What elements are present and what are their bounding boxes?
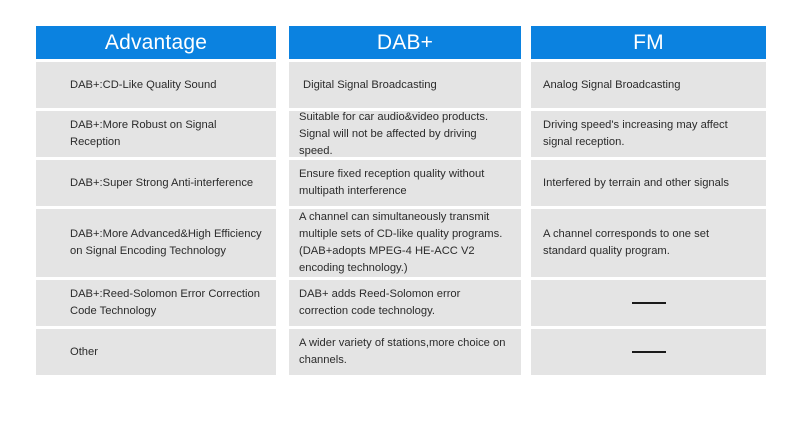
table-cell-dab-1: Digital Signal Broadcasting [289, 62, 521, 108]
column-fm: FM Analog Signal Broadcasting Driving sp… [531, 26, 766, 375]
table-cell-fm-5 [531, 280, 766, 326]
comparison-table: Advantage DAB+:CD-Like Quality Sound DAB… [36, 26, 766, 375]
column-header-dab-plus: DAB+ [289, 26, 521, 59]
table-cell-advantage-5: DAB+:Reed-Solomon Error Correction Code … [36, 280, 276, 326]
table-cell-fm-4: A channel corresponds to one set standar… [531, 209, 766, 277]
column-header-fm: FM [531, 26, 766, 59]
table-cell-dab-2: Suitable for car audio&video products. S… [289, 111, 521, 157]
table-cell-fm-6 [531, 329, 766, 375]
table-cell-advantage-1: DAB+:CD-Like Quality Sound [36, 62, 276, 108]
column-dab-plus: DAB+ Digital Signal Broadcasting Suitabl… [289, 26, 521, 375]
dash-icon [631, 302, 666, 304]
table-cell-fm-2: Driving speed's increasing may affect si… [531, 111, 766, 157]
table-cell-advantage-3: DAB+:Super Strong Anti-interference [36, 160, 276, 206]
dash-icon [631, 351, 666, 353]
table-cell-fm-1: Analog Signal Broadcasting [531, 62, 766, 108]
column-advantage: Advantage DAB+:CD-Like Quality Sound DAB… [36, 26, 276, 375]
column-header-advantage: Advantage [36, 26, 276, 59]
table-cell-advantage-6: Other [36, 329, 276, 375]
table-columns: Advantage DAB+:CD-Like Quality Sound DAB… [36, 26, 766, 375]
table-cell-fm-3: Interfered by terrain and other signals [531, 160, 766, 206]
table-cell-dab-3: Ensure fixed reception quality without m… [289, 160, 521, 206]
table-cell-advantage-2: DAB+:More Robust on Signal Reception [36, 111, 276, 157]
table-cell-dab-6: A wider variety of stations,more choice … [289, 329, 521, 375]
table-cell-dab-4: A channel can simultaneously transmit mu… [289, 209, 521, 277]
table-cell-advantage-4: DAB+:More Advanced&High Efficiency on Si… [36, 209, 276, 277]
table-cell-dab-5: DAB+ adds Reed-Solomon error correction … [289, 280, 521, 326]
